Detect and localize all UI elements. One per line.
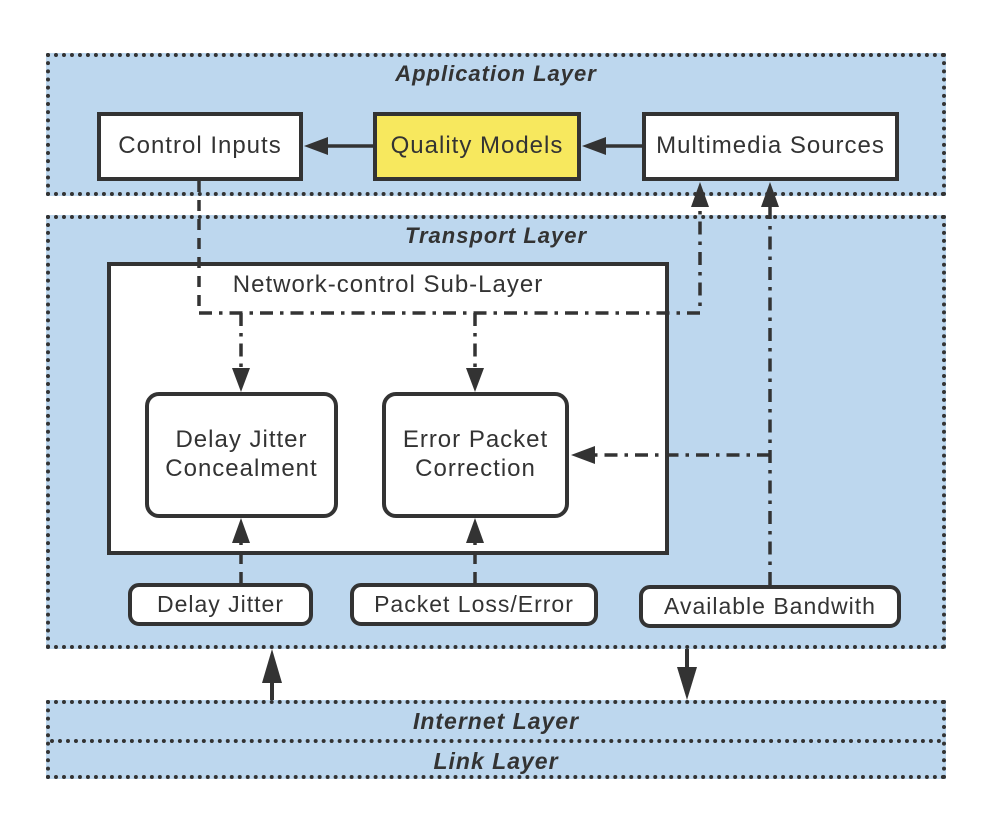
available-bandwidth-box: Available Bandwith (639, 585, 901, 628)
delay-jitter-concealment-box: Delay Jitter Concealment (145, 392, 338, 518)
arrowhead-down-into-internet (677, 667, 697, 700)
internet-link-layer-box: Internet Layer Link Layer (46, 700, 946, 779)
internet-layer-title: Internet Layer (50, 704, 942, 743)
network-control-sublayer-title: Network-control Sub-Layer (232, 271, 544, 298)
quality-models-box: Quality Models (373, 112, 581, 181)
application-layer-title: Application Layer (395, 61, 597, 86)
packet-loss-error-box: Packet Loss/Error (350, 583, 598, 626)
control-inputs-box: Control Inputs (97, 112, 303, 181)
transport-layer-title: Transport Layer (404, 223, 588, 248)
delay-jitter-box: Delay Jitter (128, 583, 313, 626)
error-packet-correction-box: Error Packet Correction (382, 392, 569, 518)
link-layer-title: Link Layer (433, 747, 559, 774)
arrowhead-up-into-transport (262, 649, 282, 683)
multimedia-sources-box: Multimedia Sources (642, 112, 899, 181)
